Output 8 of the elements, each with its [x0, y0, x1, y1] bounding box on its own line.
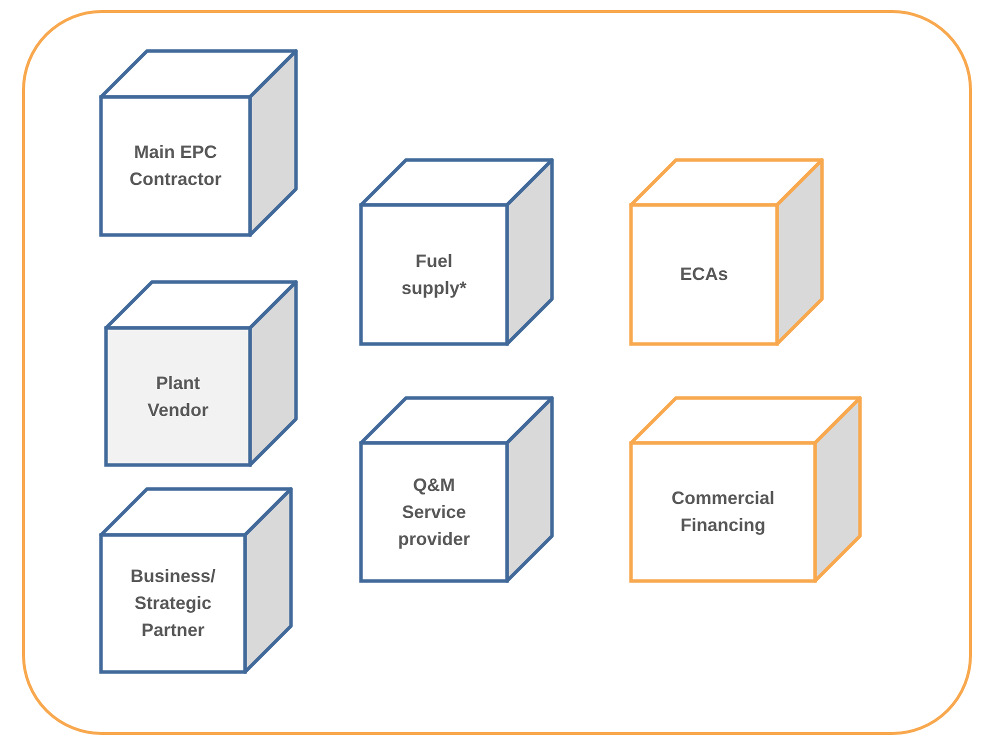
rounded-panel [22, 10, 972, 735]
cube-label: Plant Vendor [146, 372, 210, 422]
cube-label: Q&M Service provider [396, 474, 472, 551]
cube-label: ECAs [680, 263, 728, 286]
cube-label: Business/ Strategic Partner [129, 565, 217, 642]
cube-label: Main EPC Contractor [128, 141, 222, 191]
cube-label: Fuel supply* [400, 250, 468, 300]
cube-label: Commercial Financing [670, 487, 776, 537]
